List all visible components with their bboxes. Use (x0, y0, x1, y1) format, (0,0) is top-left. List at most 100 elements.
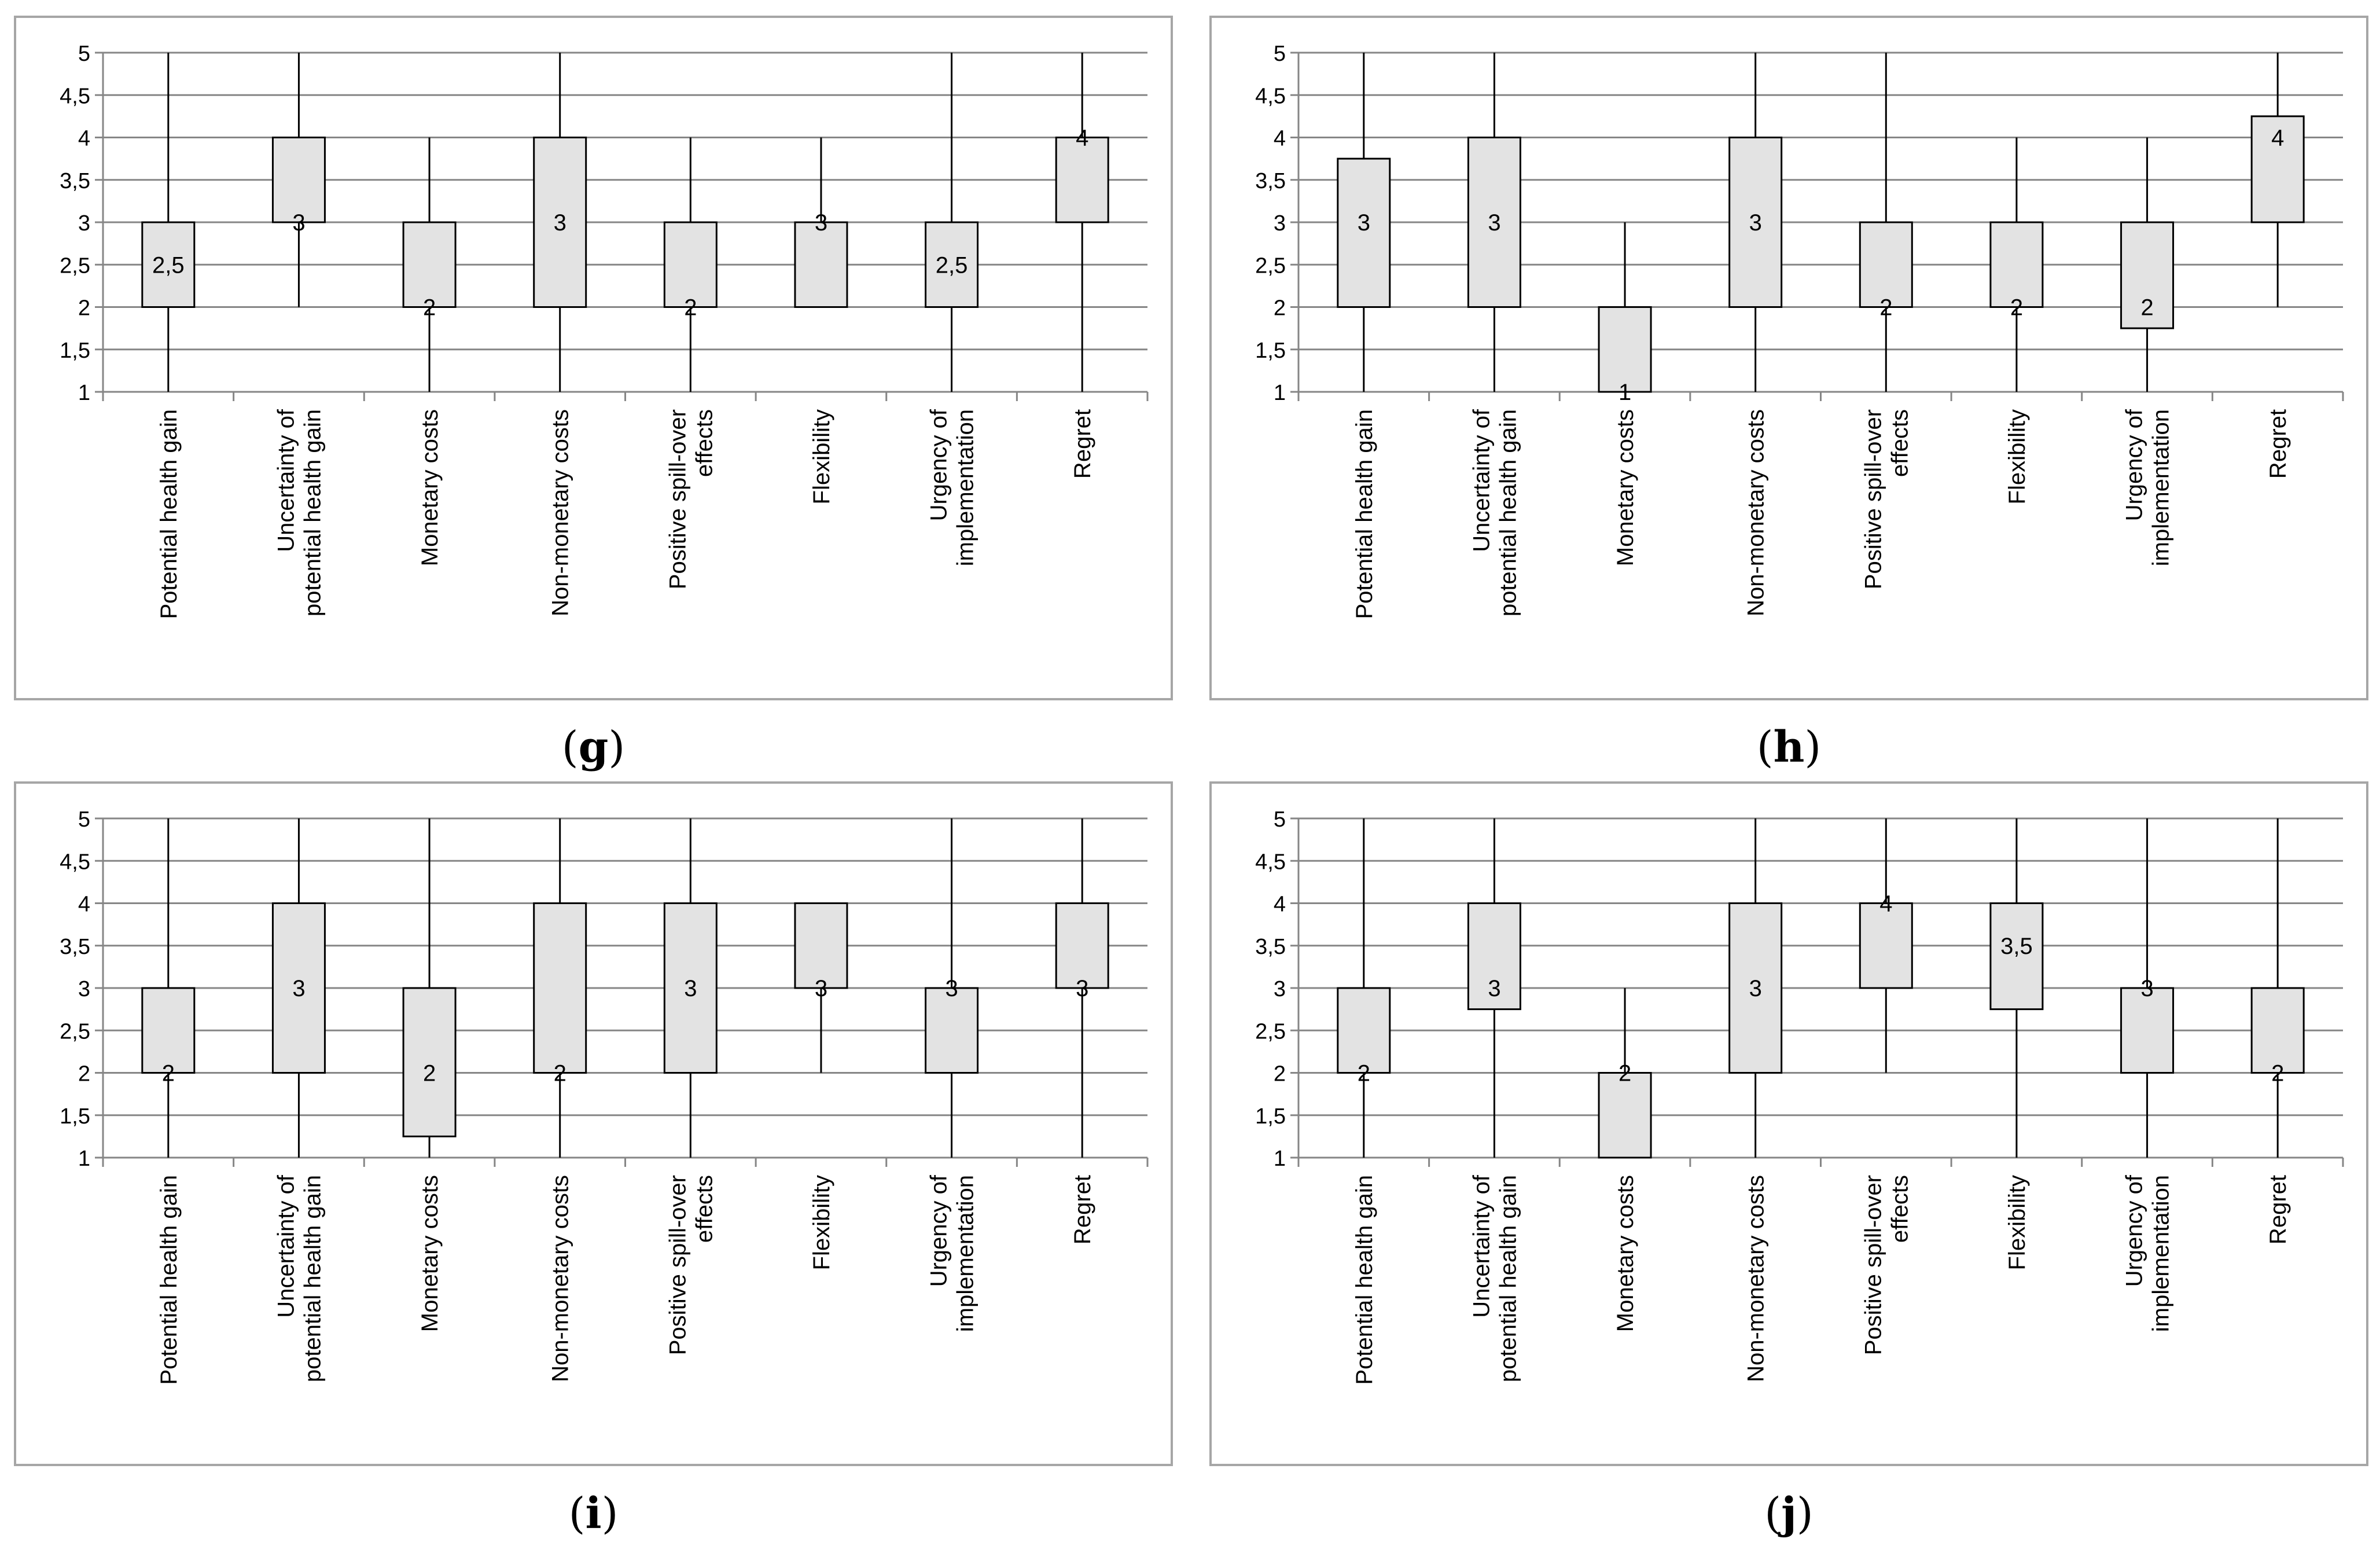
median-label: 4 (2271, 126, 2284, 151)
category-label: Urgency of (2122, 1174, 2147, 1287)
box (1467, 902, 1521, 1011)
median-label: 3 (1488, 210, 1500, 236)
category-label: Non-monetary costs (1743, 1175, 1769, 1382)
category-label: Non-monetary costs (548, 1175, 573, 1382)
category-label: implementation (2149, 409, 2174, 566)
category-label: effects (691, 1175, 717, 1243)
y-tick-label: 2,5 (1255, 254, 1286, 278)
y-tick-label: 5 (78, 807, 90, 832)
category-label: Urgency of (2122, 409, 2147, 521)
box (2120, 221, 2175, 329)
category-label: potential health gain (1495, 409, 1521, 616)
median-label: 3 (1076, 976, 1088, 1001)
category-label: Potential health gain (1352, 409, 1377, 619)
box (925, 221, 979, 308)
y-tick-label: 1 (78, 381, 90, 405)
y-tick-label: 2,5 (60, 254, 90, 278)
median-label: 2 (423, 295, 436, 321)
y-tick-label: 5 (1274, 807, 1286, 832)
panel-caption-j: (j) (1764, 1489, 1813, 1538)
median-label: 2 (2140, 295, 2153, 321)
median-label: 2,5 (936, 252, 968, 278)
y-tick-label: 4 (78, 893, 90, 917)
category-label: Positive spill-over (1860, 1175, 1886, 1355)
category-label: Regret (1070, 1175, 1095, 1244)
category-label: Positive spill-over (1860, 409, 1886, 589)
median-label: 2 (1879, 295, 1892, 321)
median-label: 3 (1488, 976, 1500, 1001)
box (1055, 137, 1109, 223)
box (1989, 221, 2044, 308)
y-tick-label: 1 (78, 1147, 90, 1171)
median-label: 4 (1076, 126, 1088, 151)
y-tick-label: 2 (1274, 1062, 1286, 1086)
box (1728, 137, 1783, 308)
panel-caption-h: (h) (1756, 722, 1822, 772)
median-label: 3 (292, 976, 305, 1001)
category-label: Regret (1070, 409, 1095, 479)
box (1337, 987, 1391, 1074)
category-label: Flexibility (809, 409, 834, 504)
category-label: Uncertainty of (273, 409, 299, 552)
median-label: 3 (945, 976, 958, 1001)
median-label: 3 (2140, 976, 2153, 1001)
box (925, 987, 979, 1074)
box (2250, 987, 2305, 1074)
box (1467, 137, 1521, 308)
y-tick-label: 3 (1274, 977, 1286, 1001)
y-tick-label: 3,5 (60, 169, 90, 193)
box (1055, 902, 1109, 989)
y-tick-label: 1,5 (60, 339, 90, 363)
category-label: Potential health gain (156, 409, 182, 619)
box (663, 902, 718, 1074)
y-tick-label: 3,5 (1255, 935, 1286, 959)
panel-caption-g: (g) (561, 722, 626, 772)
category-label: Uncertainty of (273, 1174, 299, 1318)
y-tick-label: 1 (1274, 381, 1286, 405)
median-label: 3 (815, 210, 827, 236)
category-label: Regret (2265, 1175, 2291, 1244)
y-tick-label: 2 (78, 296, 90, 321)
box (271, 902, 326, 1074)
category-label: Regret (2265, 409, 2291, 479)
y-tick-label: 4 (1274, 893, 1286, 917)
y-tick-label: 4,5 (1255, 84, 1286, 108)
category-label: Non-monetary costs (548, 409, 573, 616)
y-tick-label: 2,5 (60, 1019, 90, 1044)
category-label: Monetary costs (417, 1175, 443, 1332)
box (402, 221, 457, 308)
median-label: 2 (2010, 295, 2023, 321)
median-label: 3 (554, 210, 567, 236)
box (402, 987, 457, 1137)
median-label: 2,5 (152, 252, 185, 278)
median-label: 2 (554, 1061, 567, 1086)
category-label: implementation (953, 409, 979, 566)
median-label: 3 (1358, 210, 1370, 236)
y-tick-label: 4,5 (60, 84, 90, 108)
median-label: 3 (1749, 210, 1762, 236)
y-tick-label: 1,5 (1255, 339, 1286, 363)
median-label: 2 (423, 1061, 436, 1086)
box (2250, 115, 2305, 223)
box (1989, 902, 2044, 1011)
category-label: potential health gain (300, 1175, 325, 1382)
box (141, 221, 196, 308)
box (1337, 157, 1391, 308)
box (1598, 1072, 1652, 1159)
category-label: Flexibility (809, 1175, 834, 1270)
y-tick-label: 2,5 (1255, 1019, 1286, 1044)
box (1859, 221, 1913, 308)
median-label: 2 (2271, 1061, 2284, 1086)
y-tick-label: 3 (78, 977, 90, 1001)
box (533, 137, 587, 308)
y-tick-label: 1,5 (1255, 1104, 1286, 1129)
category-label: Flexibility (2004, 409, 2030, 504)
category-label: Flexibility (2004, 1175, 2030, 1270)
box (141, 987, 196, 1074)
median-label: 2 (162, 1061, 175, 1086)
